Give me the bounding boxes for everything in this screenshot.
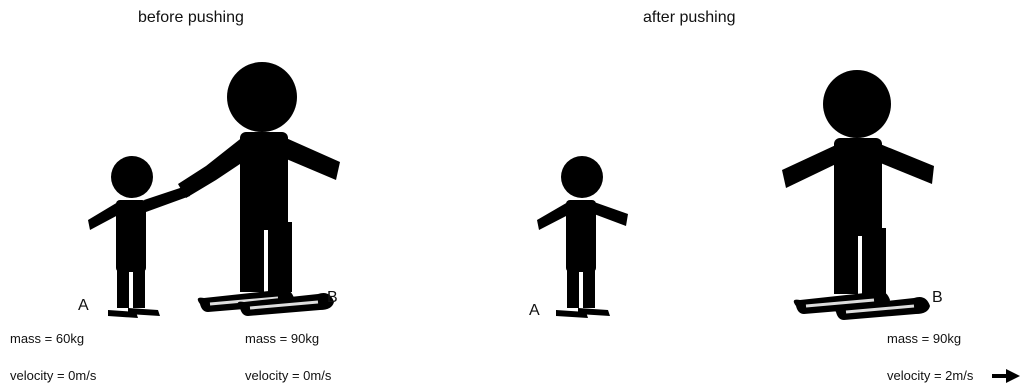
figure-adult-b-before — [178, 62, 340, 316]
mass-b-after: mass = 90kg — [887, 331, 961, 346]
figure-adult-b-after — [782, 70, 934, 320]
arrow-right-icon — [992, 369, 1020, 383]
velocity-b-after: velocity = 2m/s — [887, 368, 973, 383]
label-b-before: B — [327, 289, 338, 307]
label-a-after: A — [529, 302, 540, 320]
velocity-b-before: velocity = 0m/s — [245, 368, 331, 383]
velocity-a-before: velocity = 0m/s — [10, 368, 96, 383]
figure-child-a-after — [537, 156, 628, 318]
mass-a-before: mass = 60kg — [10, 331, 84, 346]
label-a-before: A — [78, 297, 89, 315]
mass-b-before: mass = 90kg — [245, 331, 319, 346]
label-b-after: B — [932, 289, 943, 307]
figure-child-a-before — [88, 156, 190, 318]
